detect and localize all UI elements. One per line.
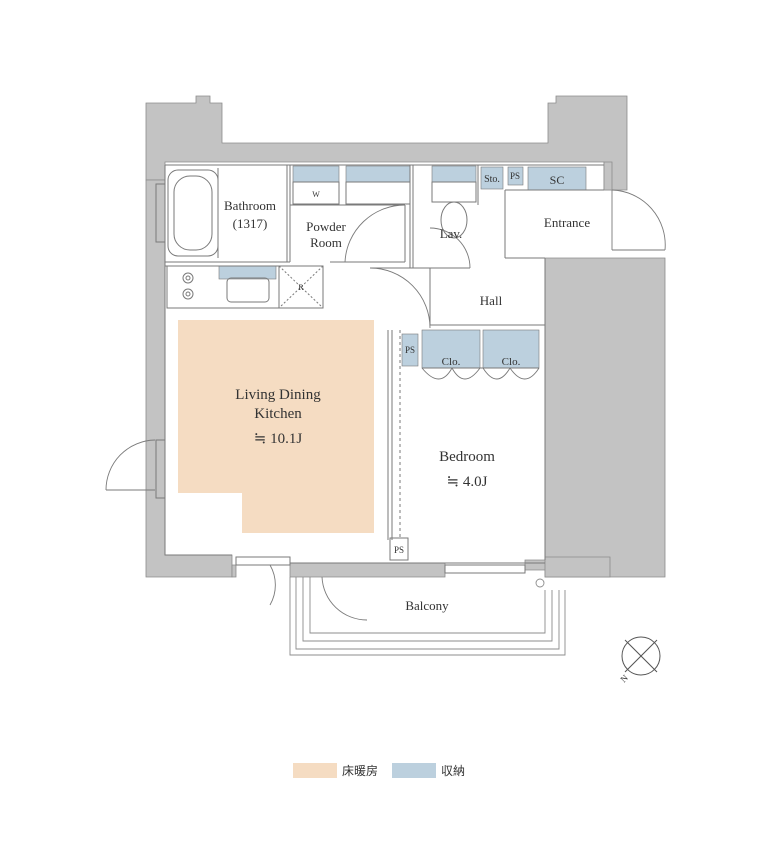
unit-outline bbox=[164, 164, 604, 564]
balcony-label: Balcony bbox=[405, 598, 449, 613]
door-swings bbox=[105, 189, 666, 621]
legend-floor-heating-label: 床暖房 bbox=[342, 763, 378, 778]
storage-areas bbox=[218, 165, 587, 369]
legend-storage-label: 収納 bbox=[441, 764, 465, 778]
legend-floor-heating-swatch bbox=[293, 763, 337, 778]
room-labels: Bathroom (1317) Powder Room Lav. Sto. PS… bbox=[224, 171, 590, 613]
storage-sto bbox=[480, 166, 504, 190]
entrance-label: Entrance bbox=[544, 215, 590, 230]
ldk-label-2: Kitchen bbox=[254, 406, 302, 422]
storage-powder-shelf bbox=[345, 165, 411, 183]
exterior-walls bbox=[145, 95, 666, 578]
bedroom-label: Bedroom bbox=[439, 449, 495, 465]
pipe-space-top-label: PS bbox=[510, 171, 520, 181]
powder-room-label-1: Powder bbox=[306, 219, 346, 234]
pipe-space-mid-label: PS bbox=[405, 345, 415, 355]
pipe-space-bottom-label: PS bbox=[394, 545, 404, 555]
storage-lav-shelf bbox=[431, 165, 477, 183]
storage-closet-right bbox=[482, 329, 540, 369]
bathroom-size-label: (1317) bbox=[233, 216, 268, 231]
floor-heating-area bbox=[178, 320, 374, 533]
storage-kitchen-upper bbox=[218, 265, 277, 280]
storage-ps-top bbox=[507, 166, 524, 186]
entrance-wall-stub bbox=[603, 161, 613, 191]
closet-right-label: Clo. bbox=[502, 356, 521, 368]
ldk-size-label: ≒ 10.1J bbox=[254, 431, 303, 447]
refrigerator-label: R bbox=[298, 283, 304, 292]
bathroom-label: Bathroom bbox=[224, 198, 276, 213]
storage-washer-shelf bbox=[292, 165, 340, 183]
right-wall bbox=[524, 257, 666, 578]
north-compass-icon: N bbox=[618, 636, 661, 684]
bedroom-size-label: ≒ 4.0J bbox=[447, 474, 488, 490]
legend: 床暖房 収納 bbox=[293, 763, 465, 778]
lavatory-label: Lav. bbox=[440, 226, 463, 241]
compass-north-label: N bbox=[618, 672, 630, 684]
powder-room-label-2: Room bbox=[310, 235, 342, 250]
hall-label: Hall bbox=[480, 293, 503, 308]
right-wall-outer bbox=[544, 556, 611, 578]
bottom-wall-middle bbox=[289, 562, 446, 578]
storage-ps-mid bbox=[401, 333, 419, 367]
closet-left-label: Clo. bbox=[442, 356, 461, 368]
storage-label: Sto. bbox=[484, 174, 500, 185]
shoe-closet-label: SC bbox=[550, 173, 565, 187]
top-wall bbox=[145, 95, 628, 191]
legend-storage-swatch bbox=[392, 763, 436, 778]
bottom-wall-left bbox=[231, 564, 237, 578]
balcony-railing bbox=[289, 577, 566, 656]
washer-label: W bbox=[312, 190, 320, 199]
ldk-label-1: Living Dining bbox=[235, 387, 321, 403]
storage-closet-left bbox=[421, 329, 481, 369]
